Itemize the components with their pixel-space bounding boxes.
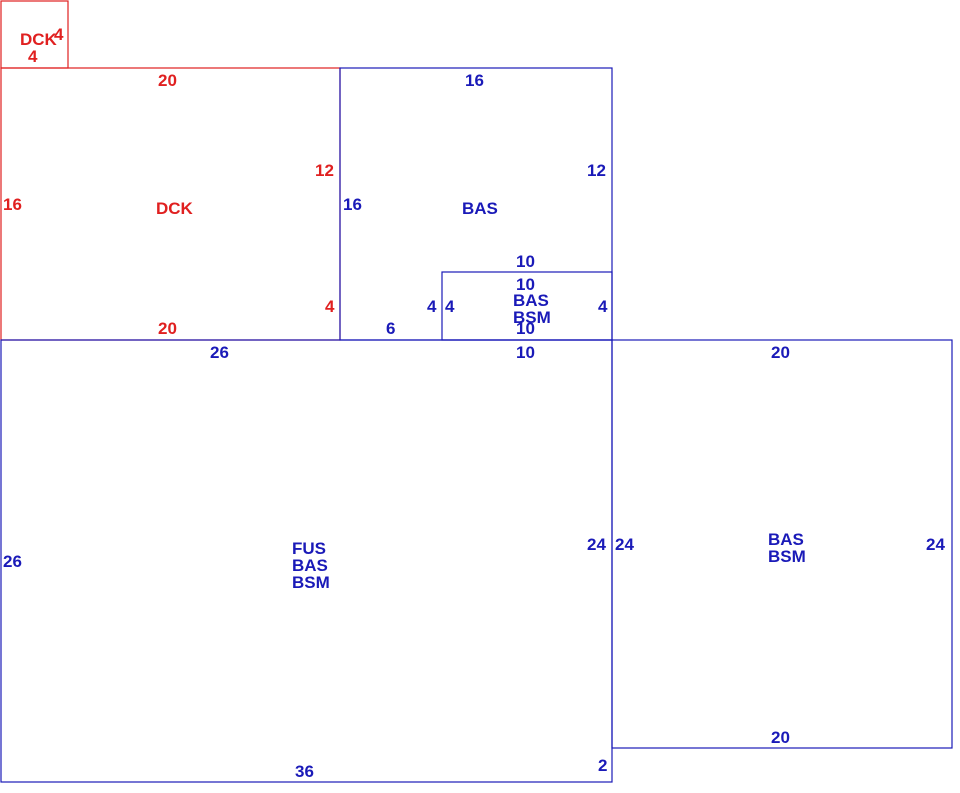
bas-bsm-right-dim-right: 24 — [926, 535, 945, 554]
dck-main-code: DCK — [156, 199, 194, 218]
fus-dim-left: 26 — [3, 552, 22, 571]
fus-code: FUS — [292, 539, 326, 558]
bas-bsm-right-dim-left: 24 — [615, 535, 634, 554]
bas-upper-dim-right: 12 — [587, 161, 606, 180]
bas-bsm-right-code-1: BAS — [768, 530, 804, 549]
bas-bsm-small-dim-right: 4 — [598, 297, 608, 316]
bas-upper-code: BAS — [462, 199, 498, 218]
bas-bsm-small-code-2: BSM — [513, 308, 551, 327]
bas-upper-dim-bottom: 6 — [386, 319, 395, 338]
fus-dim-top: 26 — [210, 343, 229, 362]
bas-bsm-right-dim-top: 20 — [771, 343, 790, 362]
fus-bsm-code: BSM — [292, 573, 330, 592]
bas-upper-dim-notch: 4 — [427, 297, 437, 316]
bas-bsm-right-code-2: BSM — [768, 547, 806, 566]
fus-dim-bottom: 36 — [295, 762, 314, 781]
dck-small-dim-bottom: 4 — [28, 47, 38, 66]
dck-main-dim-right-upper: 12 — [315, 161, 334, 180]
bas-upper-dim-top: 16 — [465, 71, 484, 90]
dck-small-code: DCK — [20, 30, 58, 49]
dck-small-dim-right: 4 — [54, 25, 64, 44]
bas-bsm-right-dim-bottom: 20 — [771, 728, 790, 747]
dck-main-dim-left: 16 — [3, 195, 22, 214]
bas-bsm-small-dim-left: 4 — [445, 297, 455, 316]
bas-bsm-small-dim-bottom-inner: 10 — [516, 319, 535, 338]
bas-upper-dim-left: 16 — [343, 195, 362, 214]
bas-bsm-small-dim-bottom-outer: 10 — [516, 343, 535, 362]
dck-main-dim-bottom: 20 — [158, 319, 177, 338]
bas-bsm-small-code-1: BAS — [513, 291, 549, 310]
fus-dim-right: 24 — [587, 535, 606, 554]
bas-bsm-small-dim-top-outer: 10 — [516, 252, 535, 271]
bas-bsm-small-dim-top-inner: 10 — [516, 275, 535, 294]
fus-dim-step: 2 — [598, 756, 607, 775]
dck-main-dim-right-lower: 4 — [325, 297, 335, 316]
bas-bsm-right-outline — [611, 339, 953, 749]
fus-bas-code: BAS — [292, 556, 328, 575]
dck-main-dim-top: 20 — [158, 71, 177, 90]
